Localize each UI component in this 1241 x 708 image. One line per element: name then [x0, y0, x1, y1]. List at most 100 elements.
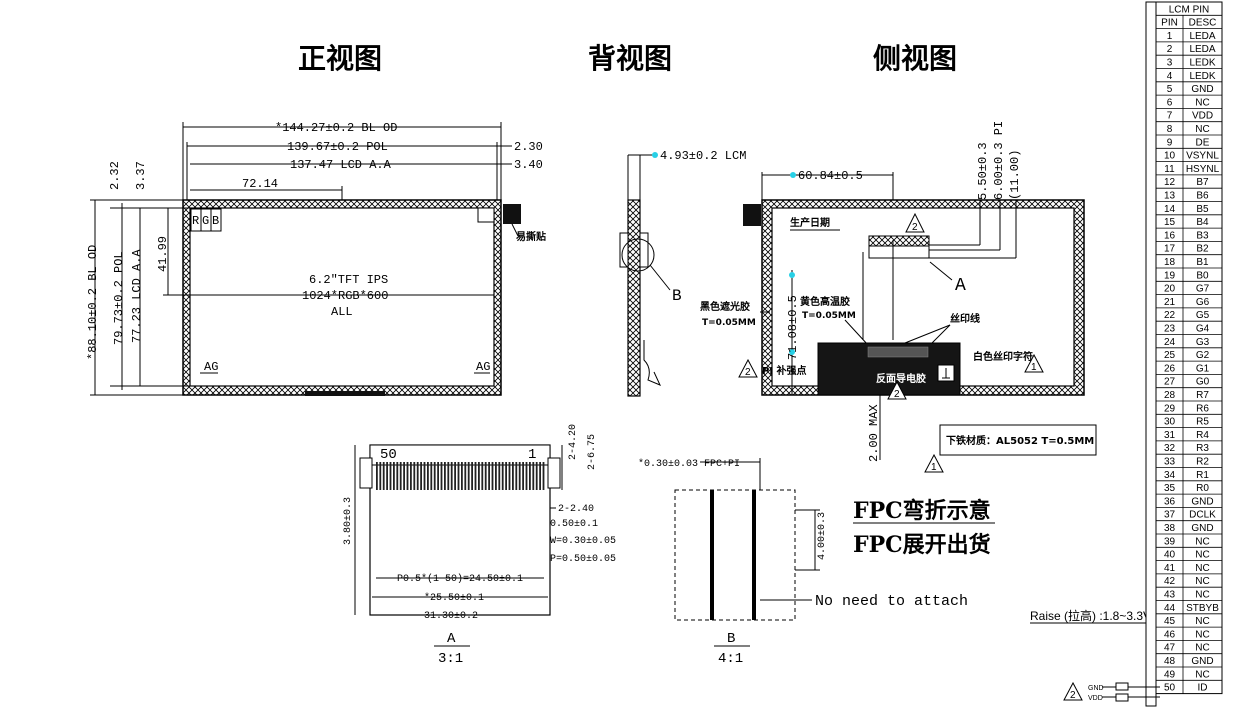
pin-desc: NC — [1195, 643, 1209, 654]
tri-2-pi: 2 — [745, 367, 751, 378]
pin-desc: LEDA — [1189, 31, 1215, 42]
pin-number: 37 — [1164, 510, 1176, 521]
pin-desc: R5 — [1196, 417, 1209, 428]
pin-desc: NC — [1195, 550, 1209, 561]
pin-desc: R1 — [1196, 470, 1209, 481]
dim-5-50: 5.50±0.3 — [976, 142, 990, 200]
pin-table-title: LCM PIN — [1169, 4, 1210, 15]
fpc-finger — [447, 462, 450, 490]
dim-bl-od-height: *88.10±0.2 BL OD — [86, 245, 100, 360]
fpc-flat-note: FPC展开出货 — [853, 532, 991, 558]
pin-desc: LEDK — [1189, 58, 1215, 69]
fpc-finger — [416, 462, 419, 490]
label-detail-a: A — [955, 276, 966, 296]
pin-desc: R0 — [1196, 483, 1209, 494]
pin-desc: NC — [1195, 97, 1209, 108]
pin-number: 2 — [1167, 44, 1173, 55]
pin-desc: G5 — [1196, 310, 1210, 321]
pin-number: 18 — [1164, 257, 1176, 268]
pin-desc: R2 — [1196, 457, 1209, 468]
desc-col-header: DESC — [1189, 18, 1217, 29]
fpc-finger — [542, 462, 545, 490]
pin-number: 31 — [1164, 430, 1176, 441]
pin-number: 41 — [1164, 563, 1176, 574]
pin-desc: LEDA — [1189, 44, 1215, 55]
detail-a-scale: 3:1 — [438, 651, 463, 667]
fpc-finger — [423, 462, 426, 490]
dim-pitch: P0.5*(1-50)=24.50±0.1 — [397, 573, 523, 585]
fpc-finger — [406, 462, 409, 490]
fpc-finger — [413, 462, 416, 490]
dim-2-6-75: 2-6.75 — [587, 434, 598, 470]
fpc-finger — [376, 462, 378, 490]
pin-number: 11 — [1164, 164, 1175, 175]
fpc-finger — [393, 462, 395, 490]
rgb-r: R — [192, 214, 199, 228]
label-iron-material: 下铁材质：AL5052 T=0.5MM — [946, 434, 1094, 447]
label-date: 生产日期 — [790, 216, 830, 229]
dim-60-84: 60.84±0.5 — [798, 169, 863, 183]
pin-number: 38 — [1164, 523, 1176, 534]
label-tape: 易撕贴 — [516, 230, 546, 243]
pin-desc: G1 — [1196, 363, 1210, 374]
pin-number: 4 — [1167, 71, 1173, 82]
dim-11-00: (11.00) — [1008, 150, 1022, 200]
pin-desc: NC — [1195, 590, 1209, 601]
pin-number: 21 — [1164, 297, 1176, 308]
fpc-finger — [478, 462, 480, 490]
pin-desc: G7 — [1196, 284, 1210, 295]
pin-number: 45 — [1164, 616, 1176, 627]
pin-number: 15 — [1164, 217, 1176, 228]
fpc-finger — [454, 462, 456, 490]
pin-desc: DE — [1196, 137, 1210, 148]
rgb-b: B — [212, 214, 219, 228]
fpc-finger — [525, 462, 528, 490]
pin-number: 35 — [1164, 483, 1176, 494]
label-ag-right: AG — [476, 360, 490, 374]
pin-col-header: PIN — [1161, 18, 1178, 29]
pin-number: 36 — [1164, 496, 1176, 507]
pin-desc: GND — [1191, 496, 1213, 507]
label-model: 6.2"TFT IPS — [309, 273, 388, 287]
dim-3-37: 3.37 — [134, 161, 148, 190]
pin-desc: B0 — [1196, 270, 1209, 281]
dim-2-30: 2.30 — [514, 140, 543, 154]
fpc-finger — [515, 462, 518, 490]
dim-4-00: 4.00±0.3 — [817, 512, 828, 560]
label-conductive-glue: 反面导电胶 — [876, 372, 926, 385]
dim-25-50: *25.50±0.1 — [424, 592, 484, 604]
pin-number: 34 — [1164, 470, 1176, 481]
fpc-finger — [495, 462, 497, 490]
fpc-finger — [464, 462, 467, 490]
fpc-finger — [491, 462, 494, 490]
pin-number: 39 — [1164, 536, 1176, 547]
label-black-tape: 黑色遮光胶 — [700, 300, 750, 313]
pin-number: 44 — [1164, 603, 1176, 614]
label-resolution: 1024*RGB*600 — [302, 289, 388, 303]
fpc-finger — [471, 462, 473, 490]
pin-desc: ID — [1198, 683, 1208, 694]
pin-desc: LEDK — [1189, 71, 1215, 82]
pin-desc: B7 — [1196, 177, 1209, 188]
dim-31-30: 31.30±0.2 — [424, 611, 478, 622]
pin-desc: GND — [1191, 84, 1213, 95]
fpc-finger — [522, 462, 524, 490]
pin-desc: G4 — [1196, 324, 1210, 335]
dim-pol-height: 79.73±0.2 POL — [112, 251, 126, 345]
pin-desc: NC — [1195, 669, 1209, 680]
dim-72-14: 72.14 — [242, 177, 278, 191]
pin-number: 50 — [1164, 683, 1176, 694]
detail-b-title: B — [727, 631, 735, 647]
pin-desc: R7 — [1196, 390, 1209, 401]
pin-desc: B1 — [1196, 257, 1209, 268]
pin-desc: NC — [1195, 576, 1209, 587]
pin-number: 5 — [1167, 84, 1173, 95]
pin-desc: NC — [1195, 124, 1209, 135]
label-detail-b: B — [672, 287, 682, 305]
pin-number: 43 — [1164, 590, 1176, 601]
label-no-attach: No need to attach — [815, 593, 968, 610]
dim-0-50: 0.50±0.1 — [550, 519, 598, 530]
pin-number: 47 — [1164, 643, 1176, 654]
